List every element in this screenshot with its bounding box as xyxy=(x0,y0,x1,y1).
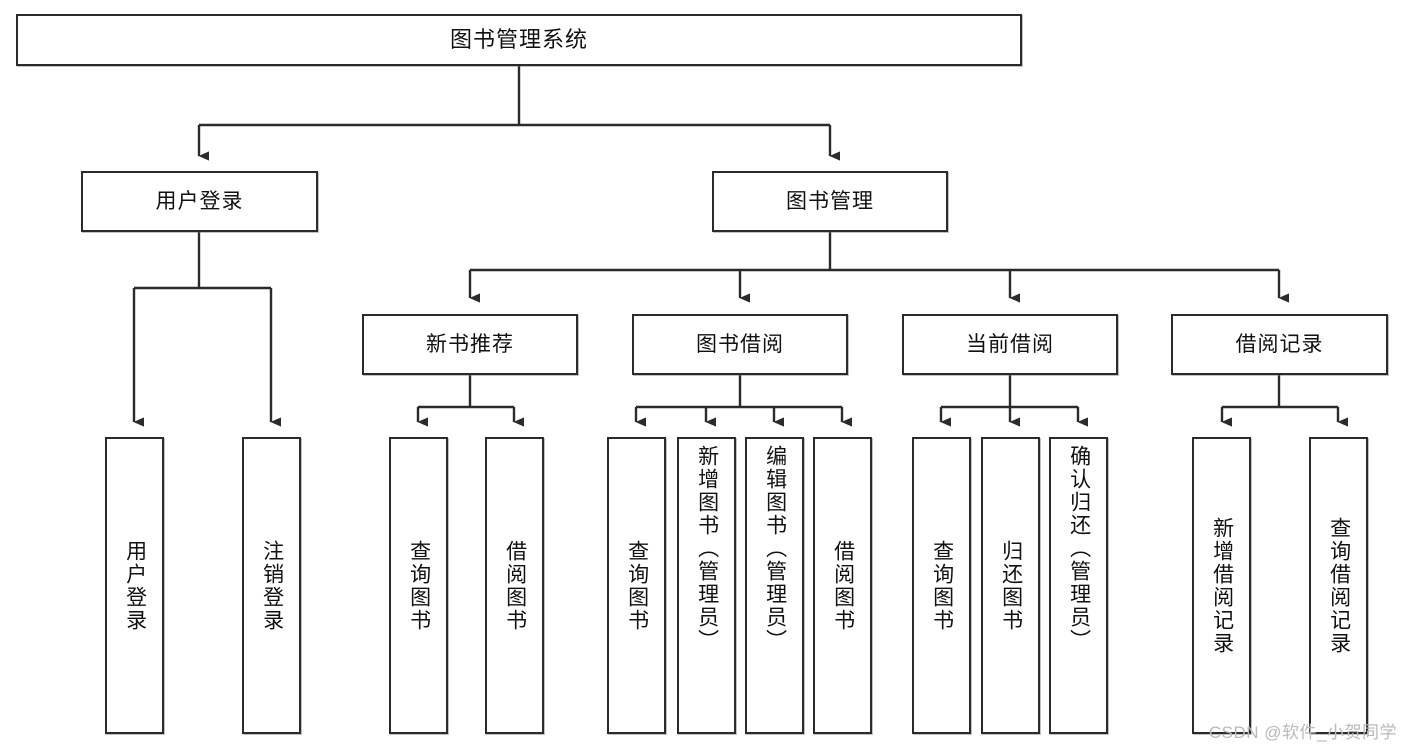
node-leaf-query-book-2[interactable]: 查询图书 xyxy=(607,437,666,734)
node-leaf-borrow-book-1[interactable]: 借阅图书 xyxy=(485,437,544,734)
node-user-login[interactable]: 用户登录 xyxy=(81,171,318,232)
node-leaf-query-book-1[interactable]: 查询图书 xyxy=(389,437,448,734)
node-new-book-rec[interactable]: 新书推荐 xyxy=(362,314,578,375)
node-leaf-return-book[interactable]: 归还图书 xyxy=(981,437,1040,734)
node-leaf-query-book-3[interactable]: 查询图书 xyxy=(912,437,971,734)
node-leaf-add-record[interactable]: 新增借阅记录 xyxy=(1192,437,1251,734)
node-leaf-user-login[interactable]: 用户登录 xyxy=(105,437,164,734)
node-leaf-add-book[interactable]: 新增图书（管理员） xyxy=(677,437,736,734)
node-leaf-edit-book[interactable]: 编辑图书（管理员） xyxy=(745,437,804,734)
node-current-borrow[interactable]: 当前借阅 xyxy=(902,314,1118,375)
node-borrow-record[interactable]: 借阅记录 xyxy=(1171,314,1388,375)
node-root[interactable]: 图书管理系统 xyxy=(16,14,1022,66)
node-book-manage[interactable]: 图书管理 xyxy=(712,171,948,232)
node-book-borrow[interactable]: 图书借阅 xyxy=(632,314,848,375)
node-leaf-borrow-book-2[interactable]: 借阅图书 xyxy=(813,437,872,734)
node-leaf-query-record[interactable]: 查询借阅记录 xyxy=(1309,437,1368,734)
csdn-watermark: CSDN @软件_小贺同学 xyxy=(1208,723,1397,742)
node-leaf-logout[interactable]: 注销登录 xyxy=(242,437,301,734)
node-leaf-confirm-return[interactable]: 确认归还（管理员） xyxy=(1049,437,1108,734)
